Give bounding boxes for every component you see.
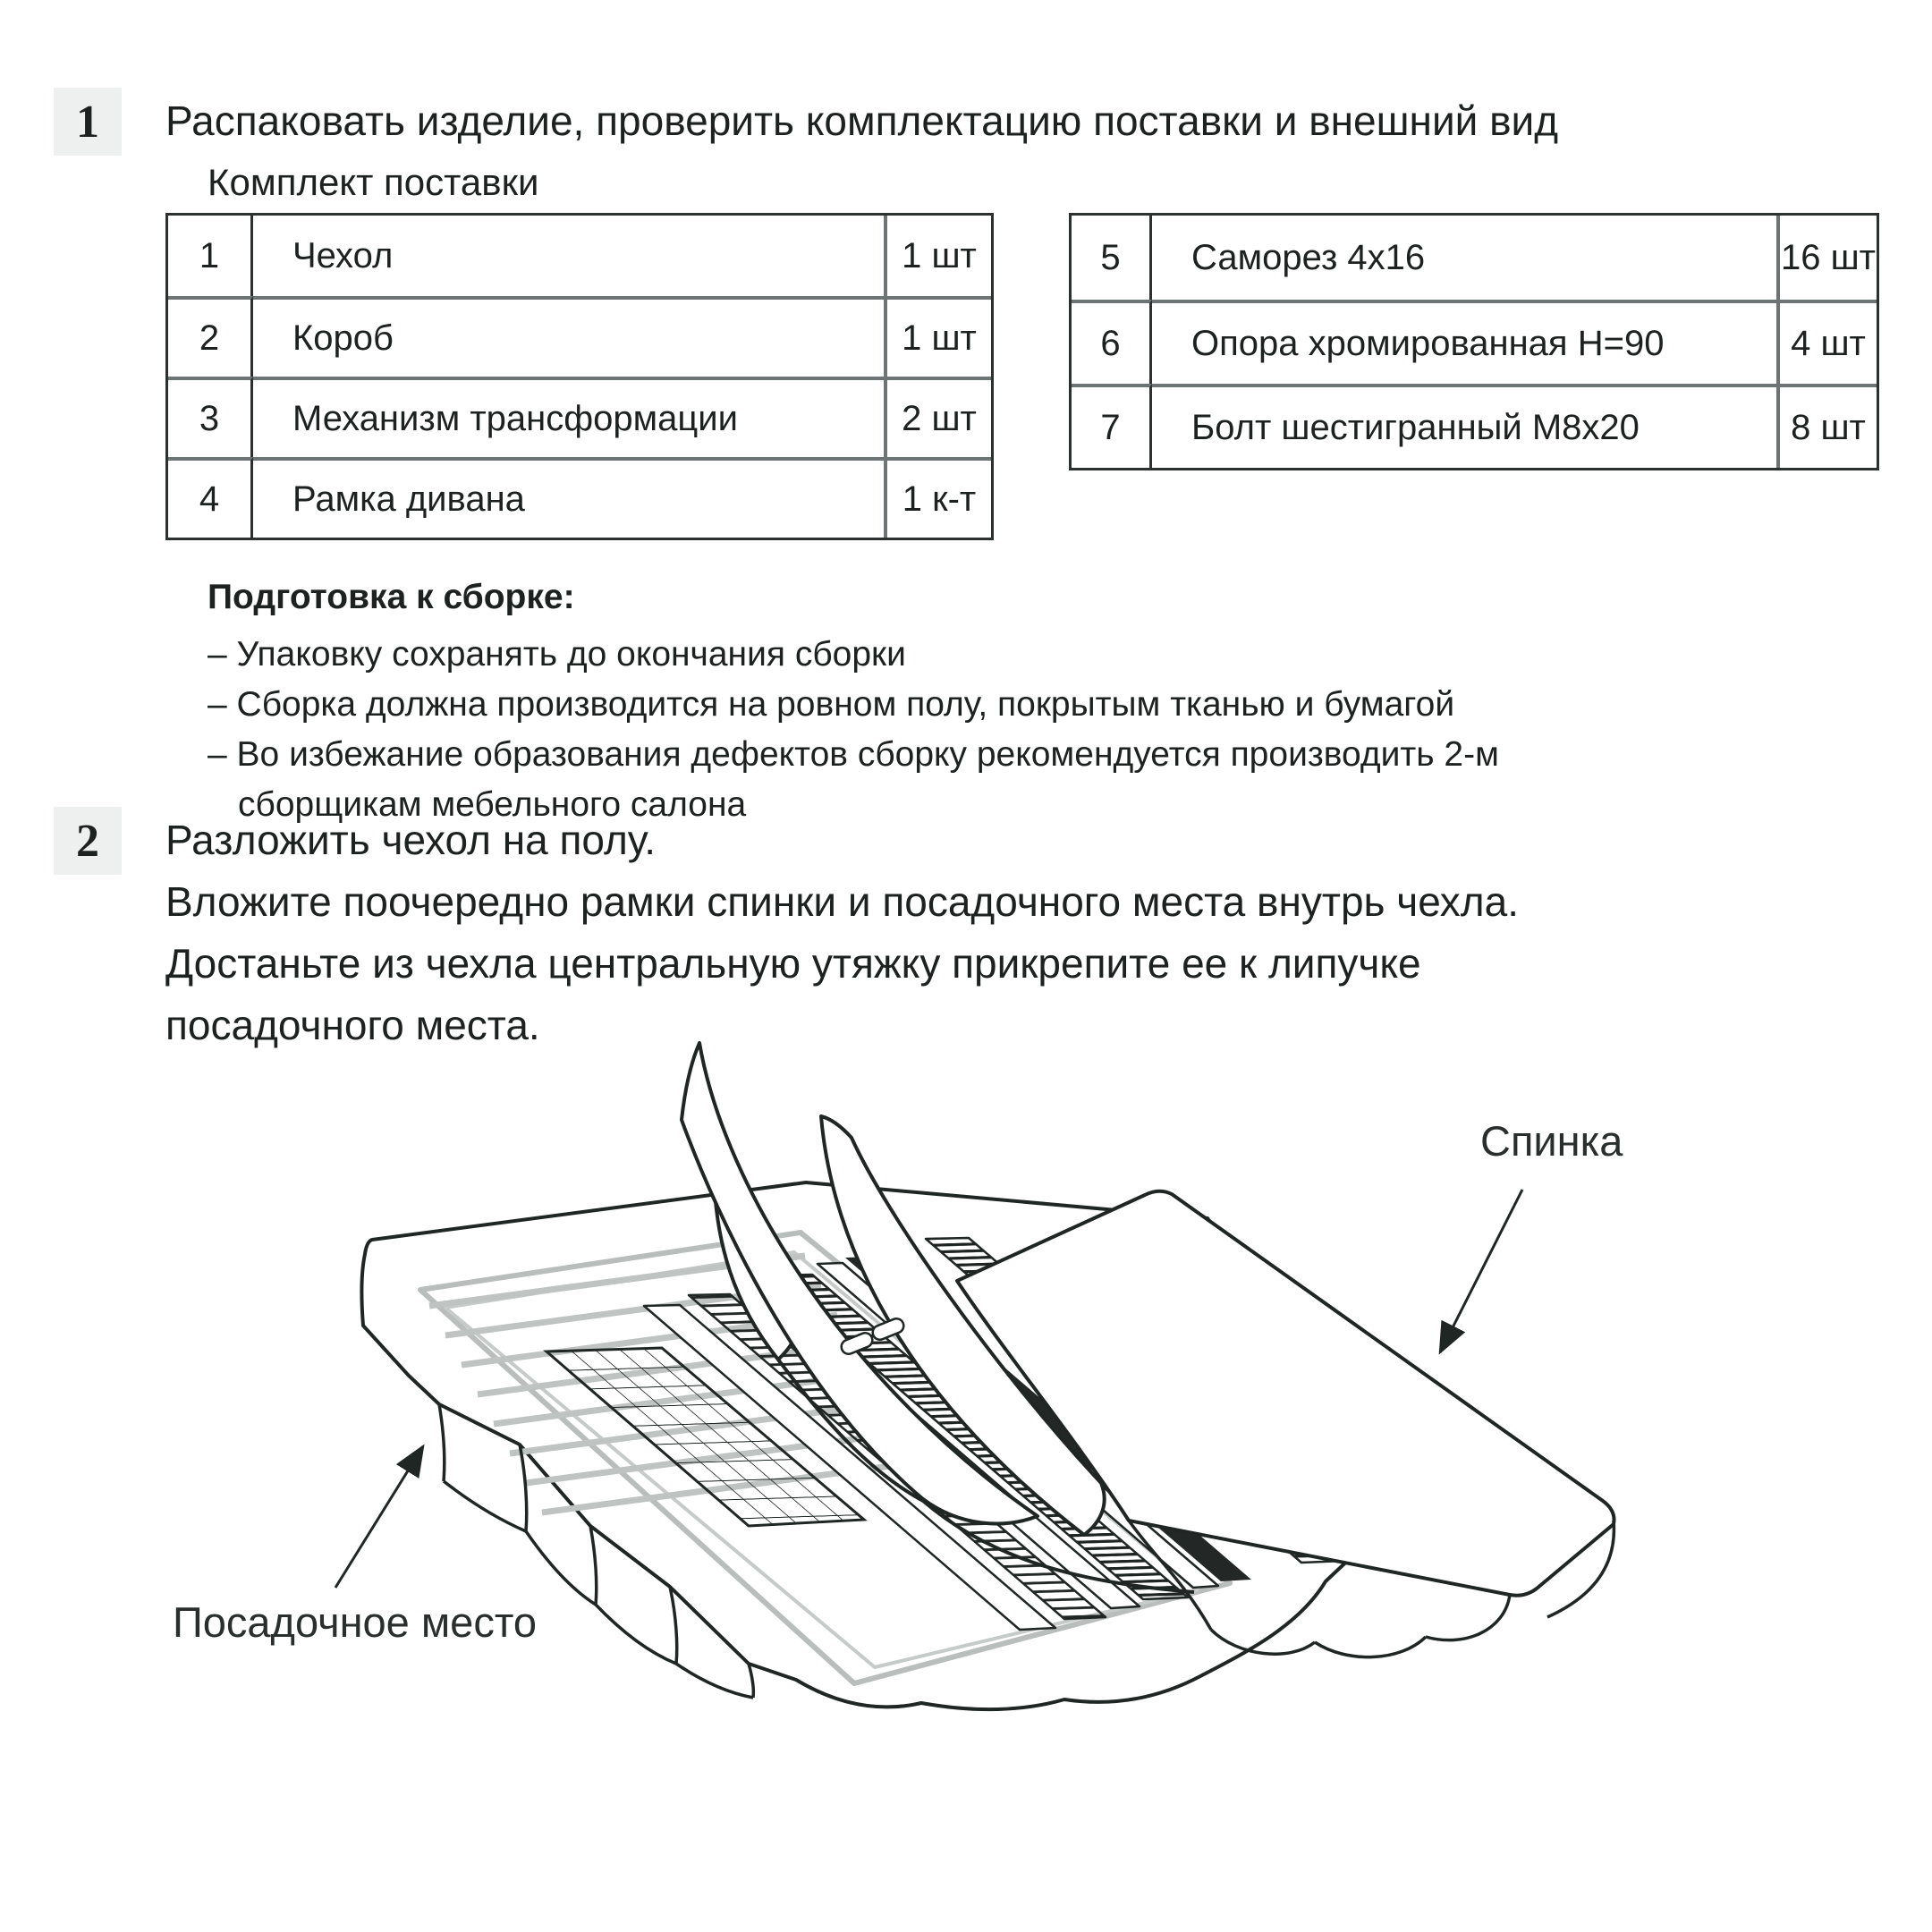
cover-flap-left [680,1041,1039,1526]
seat-cushion-seams [437,1403,756,1699]
back-panel-side-cushions [1127,1519,1616,1659]
sofa-line-art [334,1041,1616,1712]
step-1-title: Распаковать изделие, проверить комплекта… [165,97,1559,144]
item-name: Саморез 4х16 [1152,216,1776,300]
step-2-text: Разложить чехол на полу. Вложите поочере… [165,809,1883,1056]
step-2-line: Достаньте из чехла центральную утяжку пр… [165,940,1421,987]
cover-frame-outer [418,1230,1233,1686]
step-2-line: Вложите поочередно рамки спинки и посадо… [165,878,1520,925]
kit-subtitle: Комплект поставки [208,161,539,203]
item-number: 7 [1072,384,1152,468]
preparation-item: – Упаковку сохранять до окончания сборки [208,635,906,674]
item-name: Короб [253,296,884,377]
item-number: 3 [168,377,253,457]
center-tie-handles [840,1318,905,1355]
item-name: Болт шестигранный М8х20 [1152,384,1776,468]
back-panel [955,1189,1616,1597]
item-number: 5 [1072,216,1152,300]
item-name: Опора хромированная Н=90 [1152,300,1776,384]
sofa-assembly-diagram [295,1011,1637,1726]
item-qty: 16 шт [1776,216,1877,300]
preparation-item: – Во избежание образования дефектов сбор… [208,735,1499,824]
step-2-number-box: 2 [54,807,122,875]
item-name: Чехол [253,216,884,296]
item-qty: 4 шт [1776,300,1877,384]
item-qty: 1 шт [884,296,991,377]
mesh-grid-panel [543,1346,868,1528]
item-qty: 2 шт [884,377,991,457]
item-name: Рамка дивана [253,457,884,538]
step-1-number: 1 [76,96,99,148]
step-2-line: посадочного места. [165,1002,540,1048]
step-1-number-box: 1 [54,88,122,156]
step-2-number: 2 [76,815,99,867]
seat-label: Посадочное место [173,1598,537,1646]
preparation-item: – Сборка должна производится на ровном п… [208,685,1455,724]
kit-table-right: 5 Саморез 4х16 16 шт 6 Опора хромированн… [1069,213,1879,470]
item-number: 6 [1072,300,1152,384]
item-qty: 1 к-т [884,457,991,538]
back-label: Спинка [1480,1117,1623,1165]
slat-frame [642,1303,1057,1631]
item-name: Механизм трансформации [253,377,884,457]
item-number: 1 [168,216,253,296]
back-label-arrow [1438,1189,1524,1355]
item-qty: 1 шт [884,216,991,296]
item-number: 4 [168,457,253,538]
item-number: 2 [168,296,253,377]
seat-label-arrow [334,1444,425,1589]
preparation-heading: Подготовка к сборке: [208,578,575,616]
kit-table-left: 1 Чехол 1 шт 2 Короб 1 шт 3 Механизм тра… [165,213,994,540]
cover-flap-right [819,1114,1106,1537]
item-qty: 8 шт [1776,384,1877,468]
step-2-line: Разложить чехол на полу. [165,817,656,863]
cover-edge-curves [776,1358,1195,1594]
preparation-list: – Упаковку сохранять до окончания сборки… [208,630,1607,830]
